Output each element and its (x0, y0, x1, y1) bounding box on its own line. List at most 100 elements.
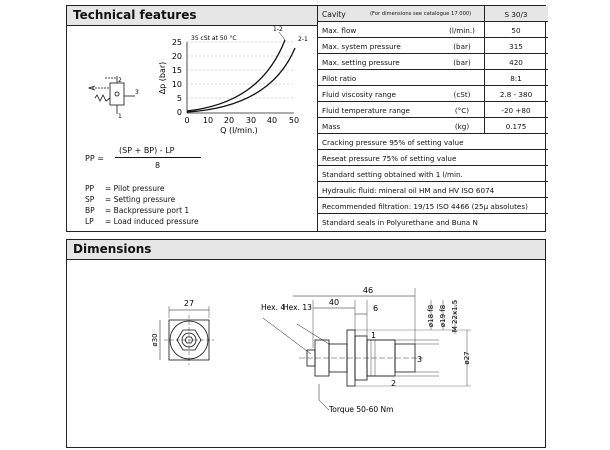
legend-text: = Load induced pressure (105, 217, 199, 226)
x-tick: 50 (289, 116, 299, 125)
spec-label: Max. flow (322, 26, 357, 35)
legend-text: = Pilot pressure (105, 184, 165, 193)
spec-value: 0.175 (505, 122, 527, 131)
spec-unit: (kg) (454, 122, 470, 131)
port-3-label: 3 (417, 355, 422, 364)
spec-note: Hydraulic fluid: mineral oil HM and HV I… (322, 186, 495, 195)
spec-label: Mass (322, 122, 341, 131)
side-view (262, 288, 471, 411)
curve-2-1 (186, 47, 296, 113)
spec-note-row: Recommended filtration: 19/15 ISO 4466 (… (318, 198, 548, 214)
curve-label-2-1: 2-1 (298, 36, 308, 43)
spec-label: Max. setting pressure (322, 58, 400, 67)
formula-numerator: (SP + BP) - LP (119, 146, 175, 155)
spec-row: Fluid temperature range (°C) -20 +80 (318, 102, 548, 118)
spec-note: Standard setting obtained with 1 l/min. (322, 170, 463, 179)
curve-label-1-2: 1-2 (273, 26, 283, 33)
curve-1-2 (186, 39, 286, 112)
spec-unit: (°C) (454, 106, 470, 115)
spec-note: Cracking pressure 95% of setting value (322, 138, 464, 147)
y-tick: 10 (172, 80, 182, 89)
dimension-drawing: 27 ø30 (151, 286, 471, 414)
port-2-label: 2 (391, 379, 396, 388)
pressure-drop-chart: 25 20 15 10 5 0 0 10 20 30 40 50 Q (l/mi… (87, 26, 308, 135)
spec-note-row: Standard seals in Polyurethane and Buna … (318, 214, 548, 230)
spec-value: -20 +80 (501, 106, 531, 115)
chart-axes (186, 42, 294, 114)
phi-18-label: ø18 f8 (427, 305, 435, 327)
hex-13-label: Hex. 13 (283, 303, 312, 312)
front-diameter-label: ø30 (151, 333, 159, 346)
spec-row: Max. system pressure (bar) 315 (318, 38, 548, 54)
phi-27-label: ø27 (463, 351, 471, 364)
dimensions-title: Dimensions (73, 242, 152, 256)
viscosity-annotation: 35 cSt at 50 °C (191, 35, 237, 42)
spec-note-row: Hydraulic fluid: mineral oil HM and HV I… (318, 182, 548, 198)
thread-label: M 22x1.5 (451, 300, 459, 332)
technical-features-header: Technical features (67, 6, 317, 26)
y-tick: 25 (172, 38, 182, 47)
y-tick: 20 (172, 52, 182, 61)
formula-denominator: 8 (155, 161, 161, 170)
dim-6: 6 (373, 304, 378, 313)
spec-unit: (bar) (453, 58, 471, 67)
port-1-label: 1 (371, 331, 376, 340)
spec-row: Fluid viscosity range (cSt) 2.8 - 380 (318, 86, 548, 102)
chart-grid (187, 41, 294, 99)
x-axis-label: Q (l/min.) (220, 126, 258, 135)
spec-unit: (bar) (453, 42, 471, 51)
dim-40: 40 (329, 298, 339, 307)
front-view (159, 306, 214, 365)
spec-value: 315 (509, 42, 523, 51)
dim-46: 46 (363, 286, 373, 295)
spec-value: 420 (509, 58, 523, 67)
spec-label: Fluid temperature range (322, 106, 410, 115)
symbol-port-label: 3 (135, 89, 139, 96)
spec-note: Reseat pressure 75% of setting value (322, 154, 457, 163)
symbol-port-label: 1 (118, 113, 122, 120)
technical-features-title: Technical features (73, 8, 197, 22)
spec-table: Cavity (For dimensions see catalogue 17.… (317, 6, 548, 231)
dimensions-panel: Dimensions 27 ø30 (66, 239, 546, 448)
spec-unit: (l/min.) (449, 26, 475, 35)
front-width-label: 27 (184, 299, 194, 308)
phi-19-label: ø19 f8 (439, 305, 447, 327)
legend-abbr: LP (85, 217, 94, 226)
x-tick: 20 (224, 116, 234, 125)
spec-header-value: S 30/3 (504, 10, 528, 19)
formula-lhs: PP = (85, 154, 104, 163)
spec-row: Max. setting pressure (bar) 420 (318, 54, 548, 70)
spec-row: Pilot ratio 8:1 (318, 70, 548, 86)
spec-note: Standard seals in Polyurethane and Buna … (322, 218, 478, 227)
spec-header-label: Cavity (322, 10, 346, 19)
spec-header-note: (For dimensions see catalogue 17.000) (370, 11, 472, 17)
spec-note-row: Standard setting obtained with 1 l/min. (318, 166, 548, 182)
x-tick: 40 (267, 116, 277, 125)
hex-4-label: Hex. 4 (261, 303, 285, 312)
spec-row: Mass (kg) 0.175 (318, 118, 548, 134)
spec-value: 8:1 (510, 74, 522, 83)
legend-abbr: PP (85, 184, 95, 193)
spec-note-row: Cracking pressure 95% of setting value (318, 134, 548, 150)
x-tick: 30 (246, 116, 256, 125)
legend-abbr: SP (85, 195, 95, 204)
spec-value: 50 (511, 26, 521, 35)
legend-text: = Setting pressure (105, 195, 176, 204)
dimensions-header: Dimensions (67, 240, 545, 260)
spec-unit: (cSt) (453, 90, 471, 99)
x-tick: 0 (184, 116, 189, 125)
y-tick: 0 (177, 108, 182, 117)
torque-label: Torque 50-60 Nm (328, 405, 393, 414)
y-tick: 5 (177, 94, 182, 103)
legend-text: = Backpressure port 1 (105, 206, 190, 215)
spec-label: Max. system pressure (322, 42, 401, 51)
valve-symbol (87, 76, 135, 114)
y-axis-label: Δp (bar) (158, 62, 167, 95)
spec-label: Fluid viscosity range (322, 90, 396, 99)
x-tick: 10 (203, 116, 213, 125)
symbol-port-label: 2 (118, 77, 122, 84)
spec-row: Max. flow (l/min.) 50 (318, 22, 548, 38)
formula-fraction-line (115, 157, 201, 158)
spec-label: Pilot ratio (322, 74, 357, 83)
legend-abbr: BP (85, 206, 95, 215)
